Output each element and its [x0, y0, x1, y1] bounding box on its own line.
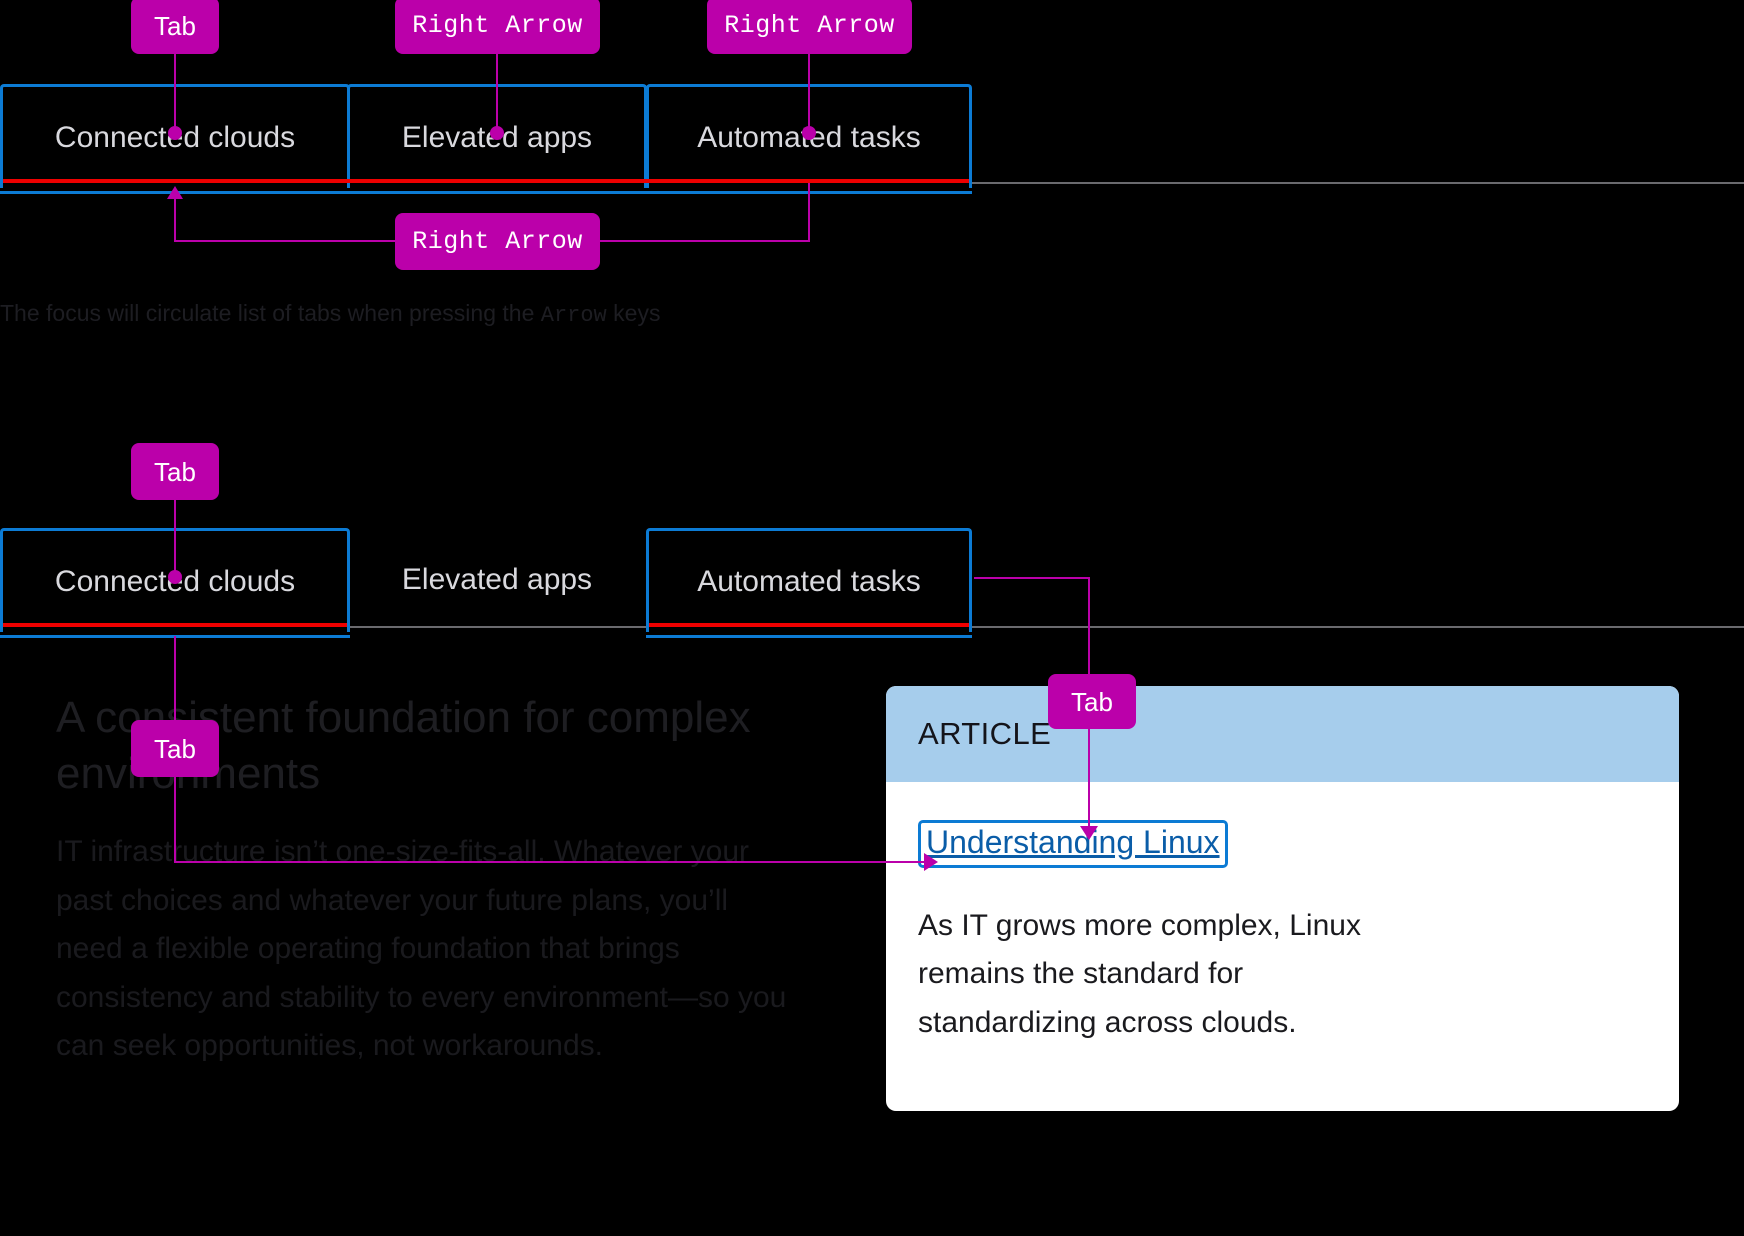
tablist-divider-bottom-middle	[347, 626, 647, 628]
connector-wrap-vertical-left	[174, 198, 176, 242]
connector-arrowhead-wrap-top	[167, 186, 183, 199]
tab-active-underline-bottom-1	[3, 623, 347, 627]
article-card-body: Understanding Linux As IT grows more com…	[886, 782, 1679, 1048]
article-card: ARTICLE Understanding Linux As IT grows …	[886, 686, 1679, 1111]
panel-bodycopy: IT infrastructure isn’t one-size-fits-al…	[56, 835, 787, 1063]
tablist-top: Connected clouds Elevated apps Automated…	[0, 84, 972, 194]
tablist-divider-bottom-right	[972, 626, 1744, 628]
article-card-header: ARTICLE	[886, 686, 1679, 782]
key-badge-tab-bottom-1: Tab	[131, 443, 219, 500]
connector-card-tab-horizontal	[974, 577, 1090, 579]
tab-elevated-apps-bottom[interactable]: Elevated apps	[347, 528, 647, 632]
connector-arrow-to-tab3	[808, 54, 810, 133]
key-badge-tab-card: Tab	[1048, 674, 1136, 729]
key-badge-tab-top: Tab	[131, 0, 219, 54]
caption-text-before: The focus will circulate list of tabs wh…	[0, 300, 541, 326]
tab-active-underline-bottom-3	[649, 623, 969, 627]
connector-arrowhead-card-link-down	[1080, 826, 1098, 840]
connector-tab-bottom-1-vertical	[174, 500, 176, 580]
connector-dot-tab1	[168, 126, 182, 140]
article-eyebrow: ARTICLE	[918, 716, 1052, 751]
key-badge-right-arrow-top-2: Right Arrow	[707, 0, 912, 54]
caption-code: Arrow	[540, 303, 607, 328]
connector-card-tab-vertical-from-tabs	[1088, 578, 1090, 683]
tablist-bottom: Connected clouds Elevated apps Automated…	[0, 528, 972, 638]
connector-wrap-vertical-right	[808, 183, 810, 241]
tab-label: Elevated apps	[401, 563, 593, 596]
tab-label: Automated tasks	[697, 564, 921, 598]
connector-tab-bottom-2-horizontal	[174, 861, 926, 863]
tablist-divider-top	[972, 182, 1744, 184]
connector-dot-bottom-tab1	[168, 570, 182, 584]
connector-dot-tab3	[802, 126, 816, 140]
connector-arrowhead-to-card-link	[924, 853, 938, 871]
caption-top: The focus will circulate list of tabs wh…	[0, 300, 660, 328]
tab-active-underline-top	[3, 179, 969, 183]
connector-dot-tab2	[490, 126, 504, 140]
tab-automated-tasks-bottom[interactable]: Automated tasks	[646, 528, 972, 638]
caption-text-after: keys	[606, 300, 661, 326]
connector-arrow-to-tab2	[496, 54, 498, 133]
key-badge-right-arrow-top-1: Right Arrow	[395, 0, 600, 54]
key-badge-tab-bottom-2: Tab	[131, 720, 219, 777]
article-link[interactable]: Understanding Linux	[918, 820, 1228, 868]
connector-tab-to-tab1	[174, 54, 176, 133]
key-badge-right-arrow-wrap: Right Arrow	[395, 213, 600, 270]
article-summary: As IT grows more complex, Linux remains …	[918, 908, 1361, 1040]
connector-card-tab-vertical-to-link	[1088, 729, 1090, 827]
